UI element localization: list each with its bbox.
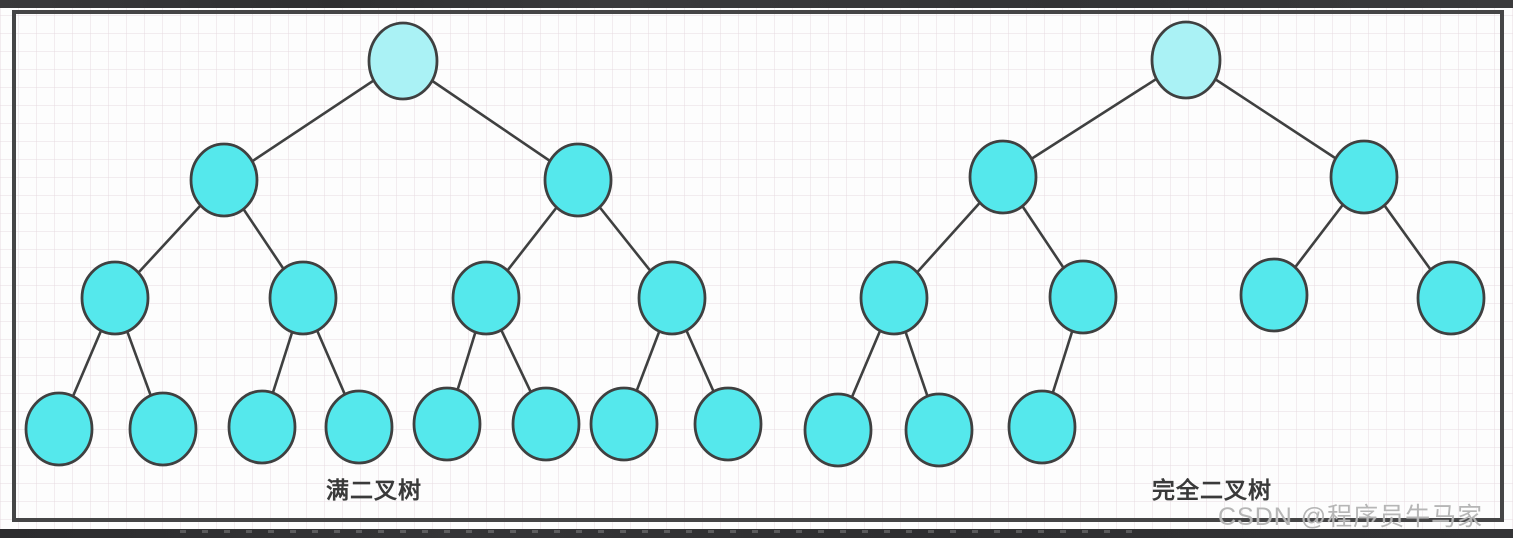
- tree-node: [543, 142, 613, 218]
- tree-node: [637, 260, 707, 336]
- tree-node: [904, 392, 974, 468]
- full-binary-tree-label: 满二叉树: [326, 477, 422, 503]
- tree-node: [803, 392, 873, 468]
- tree-node: [1239, 257, 1309, 333]
- trees-layer: [24, 20, 1486, 468]
- complete-binary-tree: [803, 20, 1486, 468]
- tree-node: [80, 260, 150, 336]
- tree-node: [268, 260, 338, 336]
- tree-root-node: [367, 21, 439, 101]
- tree-node: [1007, 389, 1077, 465]
- tree-node: [189, 142, 259, 218]
- tree-node: [1416, 260, 1486, 336]
- csdn-watermark: CSDN @程序员牛马家: [1218, 503, 1484, 531]
- tree-node: [693, 386, 763, 462]
- tree-node: [227, 389, 297, 465]
- tree-node: [589, 386, 659, 462]
- tree-node: [24, 391, 94, 467]
- diagram-border: [12, 10, 1504, 522]
- tree-root-node: [1150, 20, 1222, 100]
- tree-node: [412, 386, 482, 462]
- full-binary-tree: [24, 21, 763, 467]
- tree-node: [859, 260, 929, 336]
- complete-binary-tree-label: 完全二叉树: [1152, 477, 1272, 503]
- tree-node: [968, 139, 1038, 215]
- tree-node: [1329, 139, 1399, 215]
- tree-node: [1048, 259, 1118, 335]
- cropped-content-bar-top: [0, 0, 1513, 8]
- tree-node: [324, 389, 394, 465]
- cropped-content-bar-bottom: [0, 529, 1513, 538]
- tree-node: [511, 386, 581, 462]
- tree-node: [128, 391, 198, 467]
- tree-node: [451, 260, 521, 336]
